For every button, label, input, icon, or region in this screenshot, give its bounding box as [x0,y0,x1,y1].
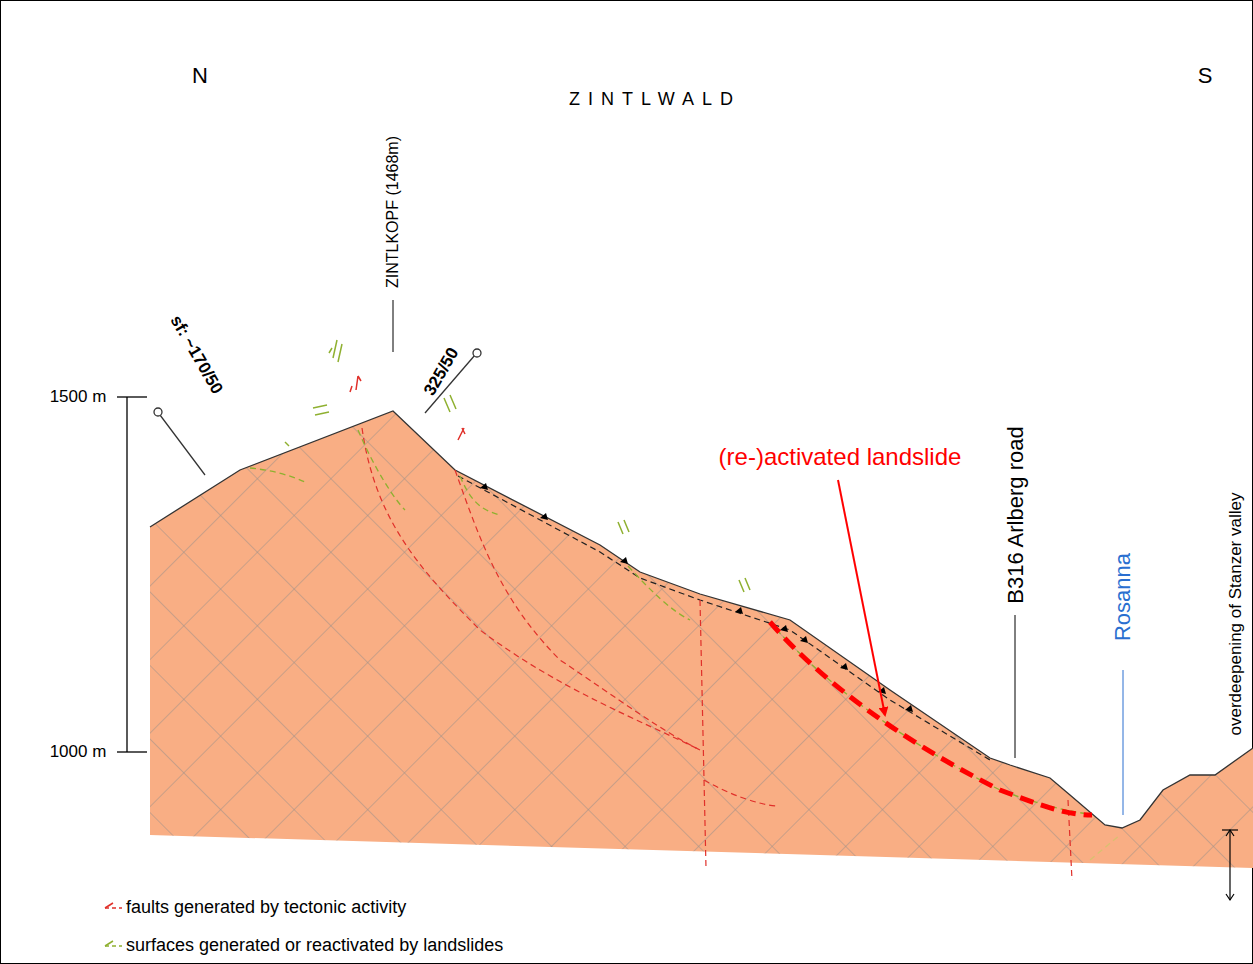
road-label: B316 Arlberg road [1004,426,1028,603]
compass-label: N [192,64,208,88]
compass-label: S [1198,64,1213,88]
legend-text: surfaces generated or reactivated by lan… [126,936,503,956]
landslide-label: (re-)activated landslide [719,444,962,470]
orientation-label: sf: ~170/50 [166,312,226,397]
valley-label: overdeepening of Stanzer valley [1227,493,1246,736]
orientation-label: 325/50 [421,345,463,399]
legend-text: faults generated by tectonic activity [126,898,406,918]
scale-label: 1500 m [50,388,107,407]
area-name: ZINTLWALD [569,90,741,110]
peak-name: ZINTLKOPF (1468m) [384,136,402,288]
river-label: Rosanna [1111,553,1135,641]
scale-label: 1000 m [50,743,107,762]
